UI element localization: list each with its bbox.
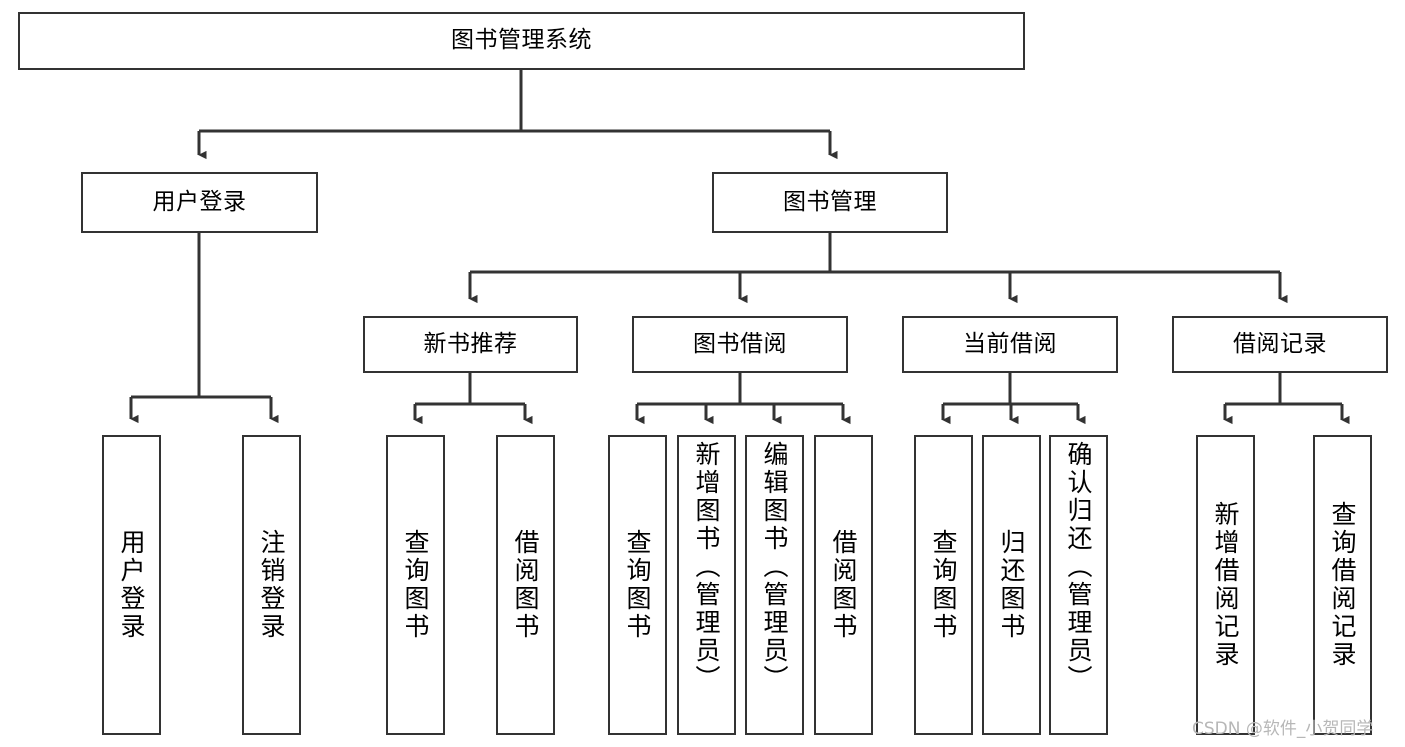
node-label: 新书推荐: [423, 330, 518, 357]
leaf-user-login-logout[interactable]: 注销登录: [242, 435, 301, 735]
leaf-book-borrow-query[interactable]: 查询图书: [608, 435, 667, 735]
node-label: 借阅图书: [829, 529, 858, 641]
leaf-book-borrow-add[interactable]: 新增图书（管理员）: [677, 435, 736, 735]
node-current-borrow[interactable]: 当前借阅: [902, 316, 1118, 373]
node-label: 用户登录: [152, 188, 247, 215]
node-label: 图书管理系统: [451, 27, 592, 54]
node-label: 注销登录: [257, 529, 286, 641]
node-label: 用户登录: [117, 529, 146, 641]
leaf-book-borrow-borrow[interactable]: 借阅图书: [814, 435, 873, 735]
leaf-user-login-login[interactable]: 用户登录: [102, 435, 161, 735]
leaf-new-book-query[interactable]: 查询图书: [386, 435, 445, 735]
node-borrow-record[interactable]: 借阅记录: [1172, 316, 1388, 373]
node-label: 图书借阅: [693, 330, 787, 357]
node-book-management[interactable]: 图书管理: [712, 172, 948, 233]
node-label: 借阅记录: [1233, 330, 1327, 357]
watermark-text: CSDN @软件_小贺同学: [1192, 719, 1374, 739]
node-label: 新增图书（管理员）: [692, 441, 721, 693]
leaf-book-borrow-edit[interactable]: 编辑图书（管理员）: [745, 435, 804, 735]
node-label: 归还图书: [997, 529, 1026, 641]
node-root-system[interactable]: 图书管理系统: [18, 12, 1025, 70]
node-label: 查询借阅记录: [1328, 501, 1357, 669]
leaf-current-borrow-confirm-return[interactable]: 确认归还（管理员）: [1049, 435, 1108, 735]
leaf-current-borrow-return[interactable]: 归还图书: [982, 435, 1041, 735]
node-label: 借阅图书: [511, 529, 540, 641]
leaf-borrow-record-query[interactable]: 查询借阅记录: [1313, 435, 1372, 735]
node-label: 当前借阅: [963, 330, 1057, 357]
node-label: 新增借阅记录: [1211, 501, 1240, 669]
leaf-new-book-borrow[interactable]: 借阅图书: [496, 435, 555, 735]
node-user-login[interactable]: 用户登录: [81, 172, 318, 233]
node-new-book-recommend[interactable]: 新书推荐: [363, 316, 578, 373]
leaf-current-borrow-query[interactable]: 查询图书: [914, 435, 973, 735]
node-label: 图书管理: [783, 188, 877, 215]
node-label: 查询图书: [929, 529, 958, 641]
node-book-borrow[interactable]: 图书借阅: [632, 316, 848, 373]
leaf-borrow-record-add[interactable]: 新增借阅记录: [1196, 435, 1255, 735]
node-label: 确认归还（管理员）: [1064, 441, 1093, 693]
node-label: 查询图书: [623, 529, 652, 641]
node-label: 编辑图书（管理员）: [760, 441, 789, 693]
node-label: 查询图书: [401, 529, 430, 641]
